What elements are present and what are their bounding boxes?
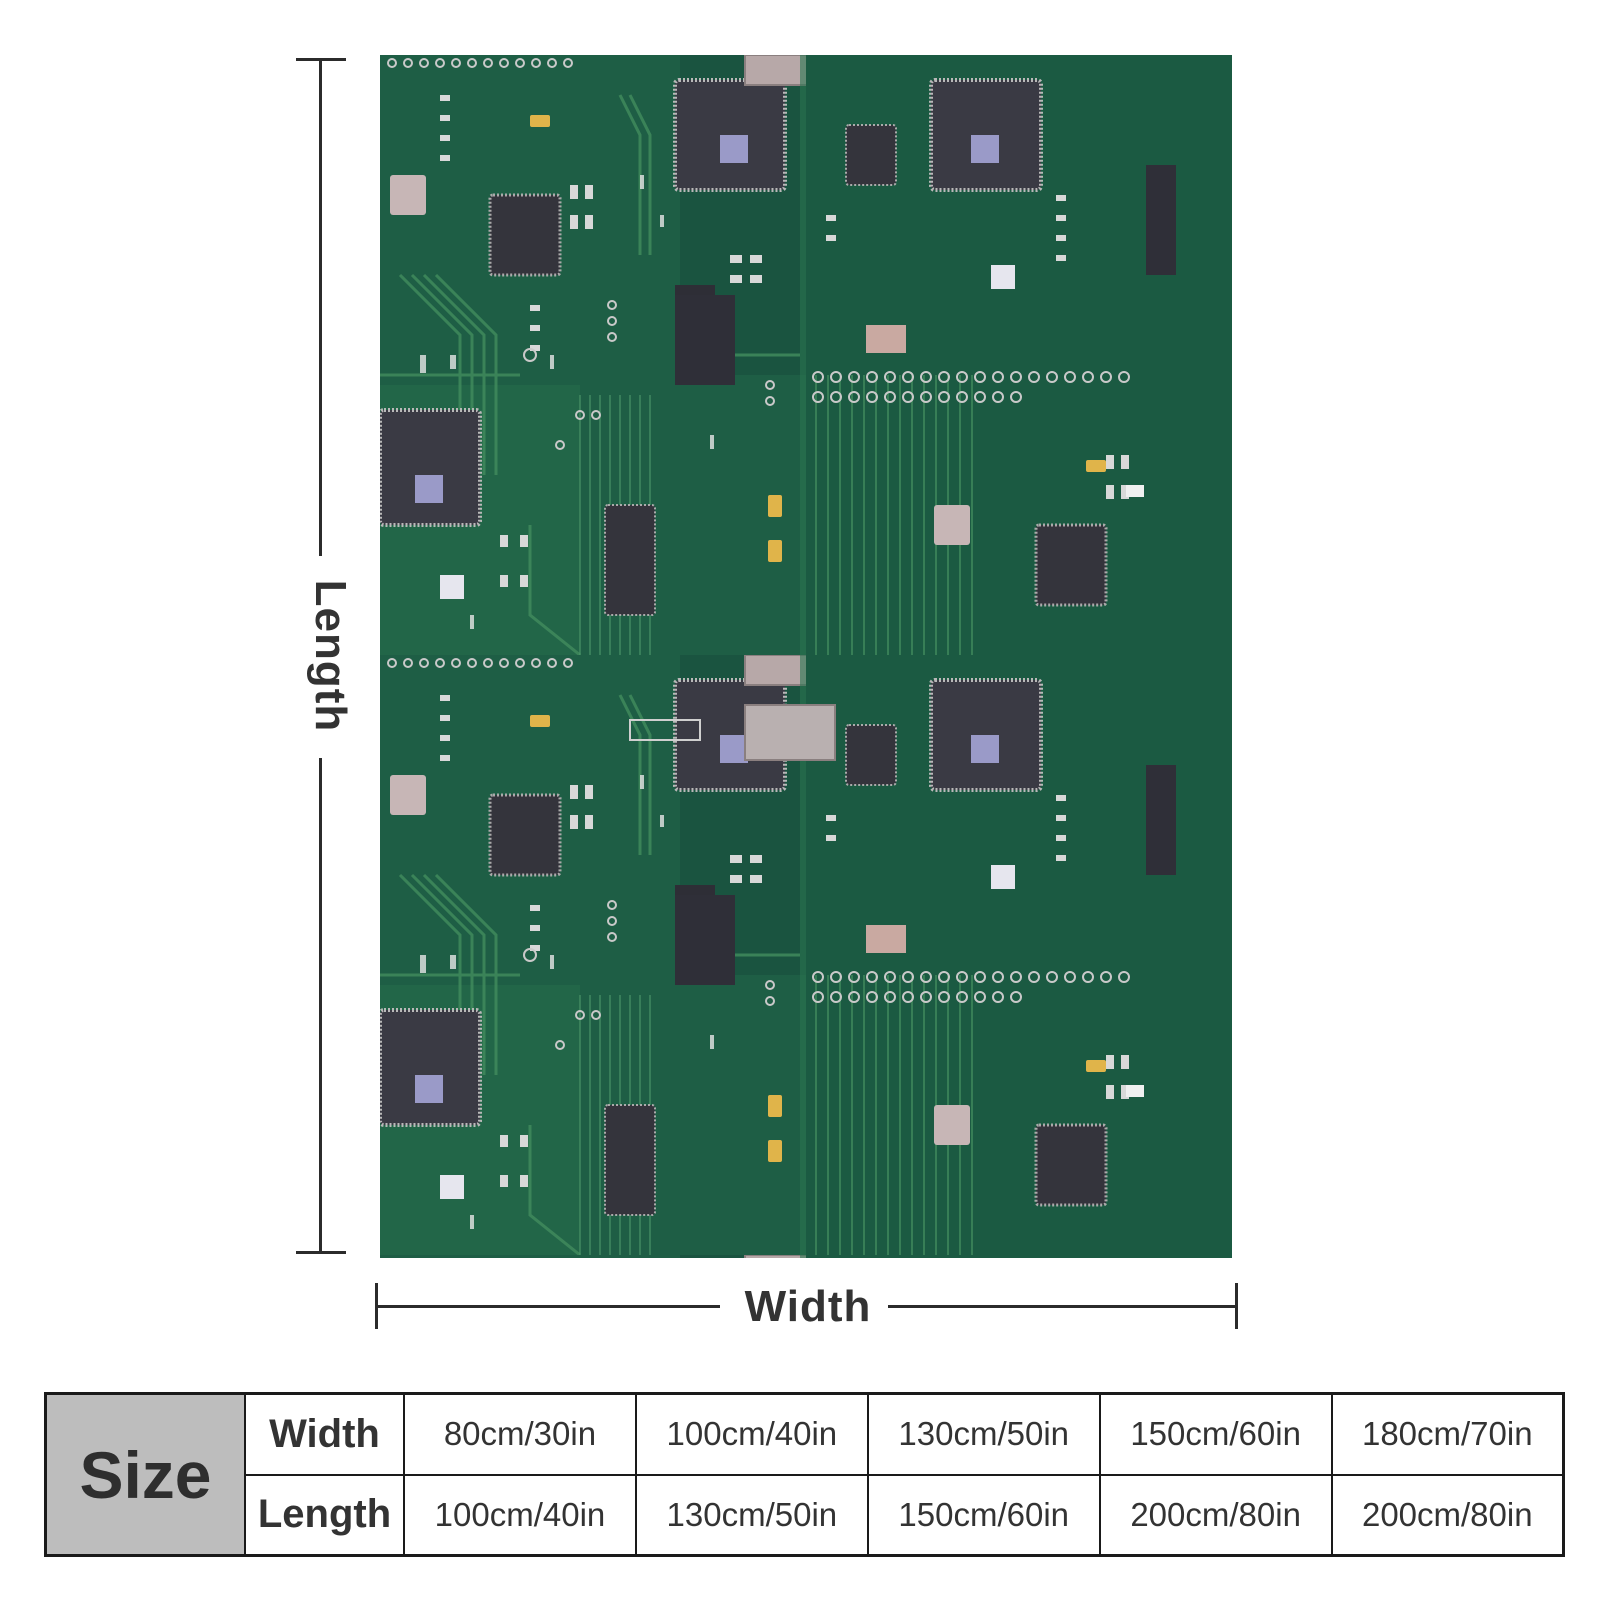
circuit-board-blanket-image (380, 55, 1232, 1258)
length-value-1: 100cm/40in (403, 1473, 637, 1557)
length-label: Length (306, 579, 355, 733)
size-row-length: Length 100cm/40in 130cm/50in 150cm/60in … (46, 1473, 1565, 1557)
row-label-width: Width (244, 1392, 405, 1476)
length-value-2: 130cm/50in (634, 1473, 869, 1557)
length-bottom-cap (296, 1251, 346, 1254)
width-value-5: 180cm/70in (1330, 1392, 1565, 1476)
width-value-1: 80cm/30in (403, 1392, 637, 1476)
width-line-right (888, 1305, 1238, 1308)
width-line-left (375, 1305, 720, 1308)
width-value-2: 100cm/40in (634, 1392, 869, 1476)
size-row-width: Size Width 80cm/30in 100cm/40in 130cm/50… (44, 1392, 1565, 1557)
length-value-4: 200cm/80in (1098, 1473, 1333, 1557)
length-line-upper (319, 58, 322, 556)
width-value-4: 150cm/60in (1098, 1392, 1333, 1476)
row-label-length: Length (244, 1473, 405, 1557)
width-value-3: 130cm/50in (866, 1392, 1101, 1476)
circuit-board-pattern (380, 55, 1232, 1258)
length-line-lower (319, 758, 322, 1254)
width-label: Width (744, 1282, 872, 1331)
width-dimension-line (375, 1283, 1238, 1333)
size-header: Size (44, 1392, 246, 1557)
length-dimension-line (296, 58, 346, 1254)
length-value-3: 150cm/60in (866, 1473, 1101, 1557)
width-right-cap (1235, 1283, 1238, 1329)
size-chart-table: Size Width 80cm/30in 100cm/40in 130cm/50… (44, 1392, 1565, 1557)
length-value-5: 200cm/80in (1330, 1473, 1565, 1557)
